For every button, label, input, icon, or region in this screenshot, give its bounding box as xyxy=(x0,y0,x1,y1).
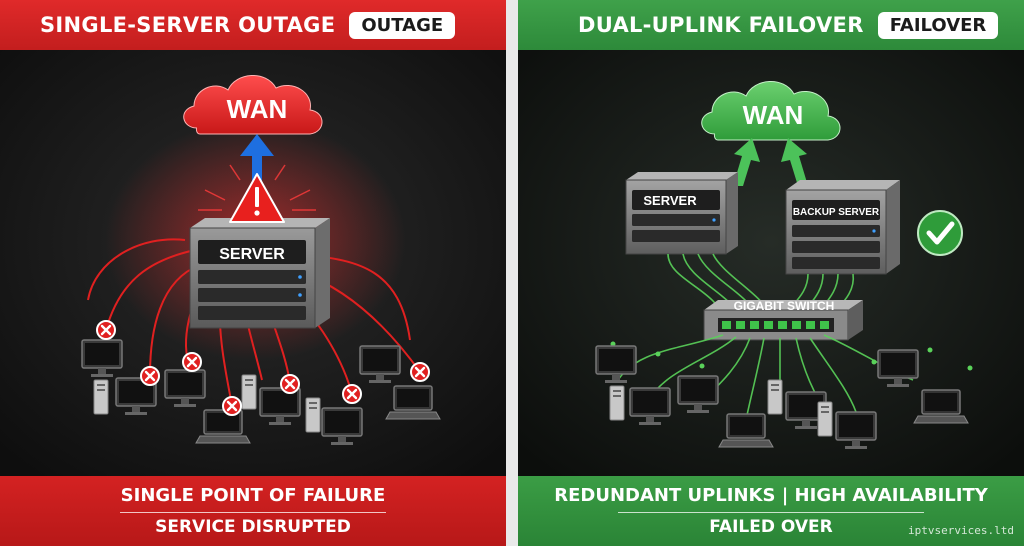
backup-server-label: BACKUP SERVER xyxy=(793,207,880,218)
server-label: SERVER xyxy=(219,246,285,263)
panel-divider xyxy=(506,0,518,546)
server-icon xyxy=(625,172,738,255)
warning-icon xyxy=(229,173,285,223)
outage-footer: SINGLE POINT OF FAILURE SERVICE DISRUPTE… xyxy=(0,476,506,546)
failover-diagram: WAN SERVER xyxy=(518,50,1024,476)
failover-title: DUAL-UPLINK FAILOVER xyxy=(578,13,864,37)
failover-panel: DUAL-UPLINK FAILOVER FAILOVER xyxy=(518,0,1024,546)
uplink-arrows-icon xyxy=(733,138,808,186)
wan-cloud-icon xyxy=(183,75,323,135)
failover-footer: REDUNDANT UPLINKS | HIGH AVAILABILITY FA… xyxy=(518,476,1024,546)
outage-diagram: WAN SERVER xyxy=(0,50,506,476)
backup-server-icon xyxy=(785,180,900,275)
outage-badge: OUTAGE xyxy=(349,11,456,39)
outage-panel: SINGLE-SERVER OUTAGE OUTAGE xyxy=(0,0,506,546)
gigabit-switch-icon xyxy=(703,300,863,341)
checkmark-icon xyxy=(917,210,963,256)
watermark: iptvservices.ltd xyxy=(908,524,1014,537)
outage-footer-line2: SERVICE DISRUPTED xyxy=(155,517,351,537)
switch-label: GIGABIT SWITCH xyxy=(734,299,835,313)
failover-footer-line1: REDUNDANT UPLINKS | HIGH AVAILABILITY xyxy=(554,485,988,506)
failover-badge: FAILOVER xyxy=(877,11,999,39)
wan-label: WAN xyxy=(743,100,804,130)
outage-title: SINGLE-SERVER OUTAGE xyxy=(40,13,336,37)
wan-label: WAN xyxy=(227,94,288,124)
divider-line xyxy=(120,512,386,513)
outage-footer-line1: SINGLE POINT OF FAILURE xyxy=(120,485,386,506)
wan-cloud-icon xyxy=(701,81,841,141)
server-icon xyxy=(189,218,330,329)
outage-header: SINGLE-SERVER OUTAGE OUTAGE xyxy=(0,0,506,50)
divider-line xyxy=(618,512,924,513)
failover-header: DUAL-UPLINK FAILOVER FAILOVER xyxy=(518,0,1024,50)
uplink-arrow-icon xyxy=(240,134,274,188)
server-label: SERVER xyxy=(643,193,697,208)
failover-footer-line2: FAILED OVER xyxy=(709,517,833,537)
